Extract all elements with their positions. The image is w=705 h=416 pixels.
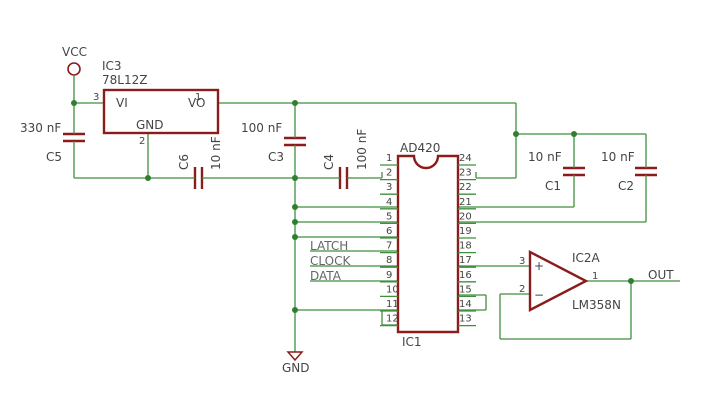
gnd-symbol: GND xyxy=(282,351,310,375)
ic1-left-pin-4: 4 xyxy=(386,197,392,208)
ic2a-opamp: + − 3 2 1 IC2A LM358N xyxy=(519,250,621,312)
ic3-value: 78L12Z xyxy=(102,73,147,87)
c6-value: 10 nF xyxy=(209,136,223,170)
ic2a-value: LM358N xyxy=(572,298,621,312)
gnd-label: GND xyxy=(282,361,310,375)
capacitor-c5: 330 nF C5 xyxy=(20,121,85,164)
out-label: OUT xyxy=(648,268,674,282)
capacitor-c2: 10 nF C2 xyxy=(601,150,657,193)
capacitor-c1: 10 nF C1 xyxy=(528,150,585,193)
ic1-right-pin-23: 23 xyxy=(459,168,472,179)
junctions xyxy=(71,100,634,313)
c4-ref: C4 xyxy=(322,154,336,170)
ic3-pin-gnd: 2 xyxy=(139,136,145,147)
opamp-pin-plus: 3 xyxy=(519,256,525,267)
ic1-left-pin-7: 7 xyxy=(386,241,392,252)
opamp-pin-out: 1 xyxy=(592,271,598,282)
ic1-left-pin-5: 5 xyxy=(386,211,392,222)
vcc-label: VCC xyxy=(62,45,87,59)
ic1-ref: IC1 xyxy=(402,335,422,349)
vcc-symbol: VCC xyxy=(62,45,87,76)
ic3-vo-label: VO xyxy=(188,96,205,110)
c2-value: 10 nF xyxy=(601,150,635,164)
ic1-left-pin-8: 8 xyxy=(386,255,392,266)
ic1-right-pin-17: 17 xyxy=(459,255,472,266)
ic1-right-pin-18: 18 xyxy=(459,241,472,252)
capacitor-c4: C4 100 nF xyxy=(322,129,369,189)
ic1-ad420: AD420 IC1 123456789101112242322212019181… xyxy=(380,141,476,349)
c5-ref: C5 xyxy=(46,150,62,164)
ic3-pin-vo: 1 xyxy=(195,92,201,103)
capacitor-c6: C6 10 nF xyxy=(177,136,223,189)
net-data: DATA xyxy=(310,269,342,283)
ic1-left-pin-6: 6 xyxy=(386,226,392,237)
ic2a-ref: IC2A xyxy=(572,251,601,265)
c3-value: 100 nF xyxy=(241,121,282,135)
opamp-pin-minus: 2 xyxy=(519,284,525,295)
ic3-pin-vi: 3 xyxy=(93,92,99,103)
ic1-right-pin-15: 15 xyxy=(459,284,472,295)
ic1-right-pin-14: 14 xyxy=(459,299,472,310)
c5-value: 330 nF xyxy=(20,121,61,135)
capacitor-c3: 100 nF C3 xyxy=(241,121,306,164)
ic1-value: AD420 xyxy=(400,141,440,155)
ic1-right-pin-20: 20 xyxy=(459,211,472,222)
ic1-right-pin-21: 21 xyxy=(459,197,472,208)
ic1-left-pin-10: 10 xyxy=(386,284,399,295)
control-nets: LATCH CLOCK DATA xyxy=(310,239,351,283)
ic1-right-pin-19: 19 xyxy=(459,226,472,237)
ic3-regulator: IC3 78L12Z VI VO GND 3 1 2 xyxy=(93,59,220,147)
ic3-vi-label: VI xyxy=(116,96,128,110)
ic1-left-pin-3: 3 xyxy=(386,182,392,193)
c1-ref: C1 xyxy=(545,179,561,193)
opamp-plus: + xyxy=(534,259,544,273)
c4-value: 100 nF xyxy=(355,129,369,170)
net-clock: CLOCK xyxy=(310,254,351,268)
wires xyxy=(73,76,680,352)
c3-ref: C3 xyxy=(268,150,284,164)
ic1-left-pin-1: 1 xyxy=(386,153,392,164)
ic1-left-pin-11: 11 xyxy=(386,299,399,310)
c6-ref: C6 xyxy=(177,154,191,170)
net-latch: LATCH xyxy=(310,239,348,253)
ic1-right-pin-16: 16 xyxy=(459,270,472,281)
ic1-right-pin-22: 22 xyxy=(459,182,472,193)
opamp-minus: − xyxy=(534,288,544,302)
ic1-left-pin-2: 2 xyxy=(386,168,392,179)
ic1-right-pin-24: 24 xyxy=(459,153,472,164)
ic1-right-pin-13: 13 xyxy=(459,314,472,325)
ic1-left-pin-9: 9 xyxy=(386,270,392,281)
c2-ref: C2 xyxy=(618,179,634,193)
ic3-gnd-label: GND xyxy=(136,118,164,132)
ic3-ref: IC3 xyxy=(102,59,122,73)
ic1-left-pin-12: 12 xyxy=(386,314,399,325)
c1-value: 10 nF xyxy=(528,150,562,164)
